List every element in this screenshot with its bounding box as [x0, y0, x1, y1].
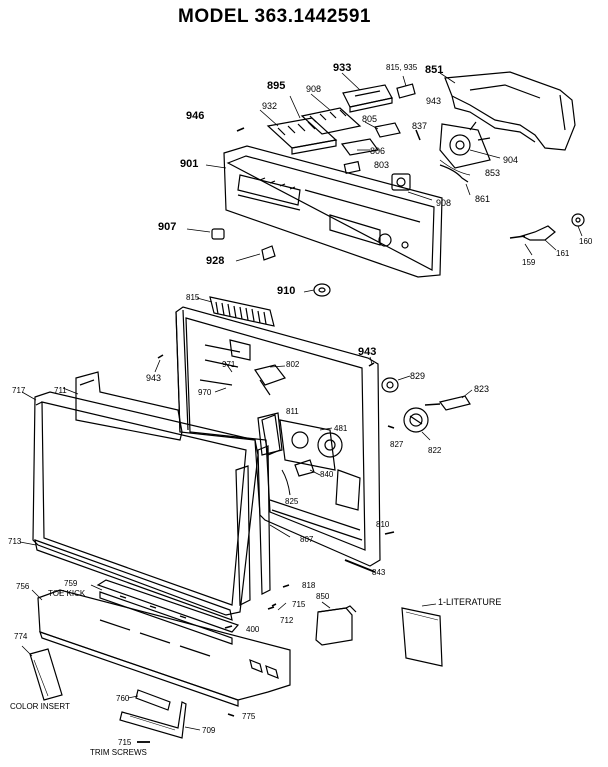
- label-853: 853: [485, 168, 501, 178]
- part-822-dial: [404, 408, 428, 432]
- label-861: 861: [475, 194, 491, 204]
- label-literature: 1-LITERATURE: [438, 597, 502, 607]
- part-851-housing: [445, 72, 575, 150]
- label-803: 803: [374, 160, 390, 170]
- label-850: 850: [316, 592, 330, 601]
- label-481: 481: [334, 424, 348, 433]
- label-717: 717: [12, 386, 26, 395]
- label-851: 851: [425, 64, 444, 76]
- label-774: 774: [14, 632, 28, 641]
- part-717-door-panel: [33, 392, 258, 615]
- part-805-shape: [375, 123, 400, 137]
- label-822: 822: [428, 446, 442, 455]
- part-774-color-insert: [30, 649, 62, 700]
- part-709-bracket: [120, 702, 186, 738]
- label-928: 928: [206, 255, 225, 267]
- label-161: 161: [556, 249, 570, 258]
- part-850-bracket: [316, 606, 356, 645]
- label-810: 810: [376, 520, 390, 529]
- label-811: 811: [286, 407, 299, 416]
- part-756-access-panel: [38, 590, 290, 706]
- label-971: 971: [222, 360, 236, 369]
- part-933-shape: [343, 85, 392, 112]
- label-775: 775: [242, 712, 256, 721]
- label-908-top: 908: [306, 84, 322, 94]
- part-803-shape: [344, 162, 360, 174]
- part-815-935-shape: [397, 84, 415, 98]
- label-943-right: 943: [358, 346, 377, 358]
- part-159-161-shape: [510, 226, 555, 240]
- label-840: 840: [320, 470, 334, 479]
- part-815-vent: [210, 297, 274, 326]
- label-933: 933: [333, 62, 352, 74]
- part-829-knob: [382, 378, 398, 392]
- label-color-insert: COLOR INSERT: [10, 702, 70, 711]
- label-907: 907: [158, 221, 177, 233]
- label-910: 910: [277, 285, 296, 297]
- label-709: 709: [202, 726, 216, 735]
- label-802: 802: [286, 360, 300, 369]
- label-715-bot: 715: [118, 738, 132, 747]
- label-829: 829: [410, 371, 426, 381]
- part-928-shape: [262, 246, 275, 260]
- label-946: 946: [186, 110, 205, 122]
- part-711-liner: [76, 372, 182, 440]
- part-160-shape: [572, 214, 584, 226]
- part-806-shape: [342, 139, 378, 155]
- label-815-mid: 815: [186, 293, 200, 302]
- part-823-latch: [425, 396, 470, 410]
- part-759-toe-kick: [98, 580, 238, 644]
- label-904: 904: [503, 155, 519, 165]
- part-910-shape: [314, 284, 330, 296]
- part-901-control-panel: [224, 146, 442, 277]
- label-756: 756: [16, 582, 30, 591]
- inner-door-frame: [176, 307, 380, 566]
- part-932-shape: [268, 118, 336, 154]
- label-818: 818: [302, 581, 316, 590]
- label-823: 823: [474, 384, 490, 394]
- label-807: 807: [300, 535, 314, 544]
- label-toe-kick: TOE KICK: [48, 589, 86, 598]
- label-713: 713: [8, 537, 22, 546]
- label-806: 806: [370, 146, 386, 156]
- label-837: 837: [412, 121, 428, 131]
- literature-packet: [402, 608, 442, 666]
- part-908-mid-shape: [392, 174, 410, 190]
- label-712: 712: [280, 616, 294, 625]
- part-802-shape: [255, 365, 285, 395]
- label-159: 159: [522, 258, 536, 267]
- label-715-mid: 715: [292, 600, 306, 609]
- part-760-bracket: [136, 690, 170, 710]
- part-811-shape: [258, 413, 282, 455]
- label-895: 895: [267, 80, 286, 92]
- label-908-mid: 908: [436, 198, 452, 208]
- part-907-shape: [212, 229, 224, 239]
- label-759: 759: [64, 579, 78, 588]
- page-title: MODEL 363.1442591: [178, 6, 371, 27]
- label-711: 711: [54, 386, 67, 395]
- label-970: 970: [198, 388, 212, 397]
- label-943-left: 943: [146, 373, 162, 383]
- label-932: 932: [262, 101, 278, 111]
- label-825: 825: [285, 497, 299, 506]
- label-760: 760: [116, 694, 130, 703]
- label-trim-screws: TRIM SCREWS: [90, 748, 147, 757]
- label-901: 901: [180, 158, 199, 170]
- part-904-timer: [440, 122, 490, 168]
- label-827: 827: [390, 440, 404, 449]
- label-843: 843: [372, 568, 386, 577]
- label-943-top: 943: [426, 96, 442, 106]
- label-400: 400: [246, 625, 260, 634]
- label-160: 160: [579, 237, 593, 246]
- part-713-trim: [35, 540, 232, 620]
- label-815-935: 815, 935: [386, 63, 418, 72]
- label-805: 805: [362, 114, 378, 124]
- part-908-top-shape: [302, 108, 360, 134]
- part-807-rail: [236, 446, 270, 605]
